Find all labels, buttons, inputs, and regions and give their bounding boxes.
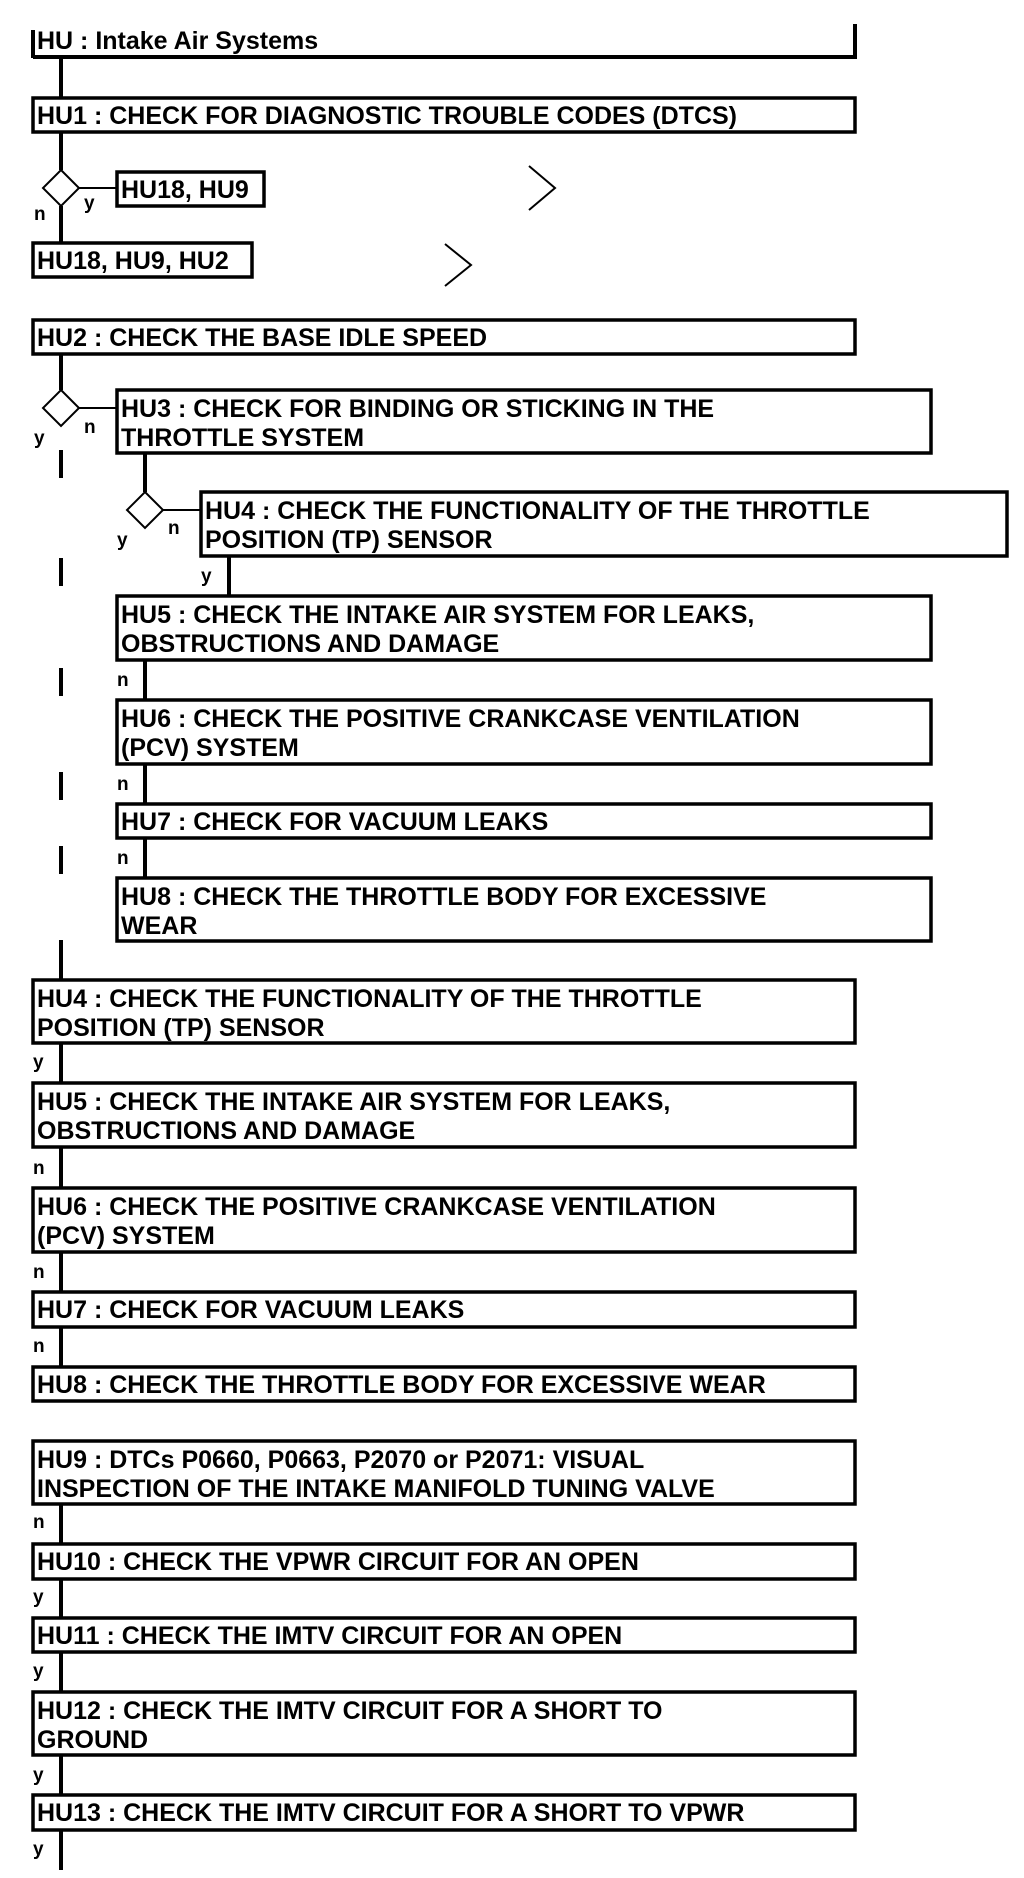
ref-box-yes	[115, 170, 266, 208]
step-box-hu11	[31, 1616, 857, 1654]
step-box-hu6-nested	[115, 698, 933, 766]
label-yes: y	[117, 530, 128, 551]
label-no: n	[33, 1262, 45, 1283]
decision-diamond	[41, 168, 81, 208]
label-yes: y	[33, 1839, 44, 1860]
label-yes: y	[84, 193, 95, 214]
label-no: n	[33, 1158, 45, 1179]
label-yes: y	[34, 428, 45, 449]
step-text-hu8: HU8 : CHECK THE THROTTLE BODY FOR EXCESS…	[37, 1371, 766, 1399]
step-box-hu4	[31, 978, 857, 1045]
step-box-hu3	[115, 388, 933, 455]
step-text-hu7: HU7 : CHECK FOR VACUUM LEAKS	[37, 1296, 464, 1324]
label-no: n	[117, 848, 129, 869]
step-box-hu7	[31, 1290, 857, 1329]
chevron-right-icon	[528, 165, 557, 211]
step-text-hu8-nested: HU8 : CHECK THE THROTTLE BODY FOR EXCESS…	[121, 883, 773, 940]
chevron-right-icon	[444, 243, 473, 287]
label-no: n	[117, 670, 129, 691]
step-text-hu6: HU6 : CHECK THE POSITIVE CRANKCASE VENTI…	[37, 1193, 723, 1250]
label-no: n	[84, 417, 96, 438]
label-yes: y	[33, 1661, 44, 1682]
step-box-hu7-nested	[115, 802, 933, 840]
step-box-hu5-nested	[115, 594, 933, 662]
step-text-hu10: HU10 : CHECK THE VPWR CIRCUIT FOR AN OPE…	[37, 1548, 639, 1576]
label-no: n	[33, 1336, 45, 1357]
step-box-hu8-nested	[115, 876, 933, 943]
step-box-hu1	[31, 96, 857, 134]
ref-text-yes: HU18, HU9	[121, 176, 249, 204]
step-text-hu7-nested: HU7 : CHECK FOR VACUUM LEAKS	[121, 808, 548, 836]
step-text-hu6-nested: HU6 : CHECK THE POSITIVE CRANKCASE VENTI…	[121, 705, 807, 762]
label-yes: y	[201, 566, 212, 587]
step-text-hu2: HU2 : CHECK THE BASE IDLE SPEED	[37, 324, 487, 352]
step-box-hu2	[31, 318, 857, 356]
step-text-hu13: HU13 : CHECK THE IMTV CIRCUIT FOR A SHOR…	[37, 1799, 744, 1827]
step-text-hu4: HU4 : CHECK THE FUNCTIONALITY OF THE THR…	[37, 985, 709, 1042]
step-box-hu12	[31, 1690, 857, 1757]
step-text-hu11: HU11 : CHECK THE IMTV CIRCUIT FOR AN OPE…	[37, 1622, 622, 1650]
label-yes: y	[33, 1765, 44, 1786]
step-box-hu4-nested	[199, 490, 1009, 558]
step-text-hu5-nested: HU5 : CHECK THE INTAKE AIR SYSTEM FOR LE…	[121, 601, 761, 658]
ref-box-no	[31, 241, 254, 279]
label-yes: y	[33, 1587, 44, 1608]
label-yes: y	[33, 1052, 44, 1073]
step-text-hu1: HU1 : CHECK FOR DIAGNOSTIC TROUBLE CODES…	[37, 102, 737, 130]
ref-text-no: HU18, HU9, HU2	[37, 247, 229, 275]
step-box-hu10	[31, 1542, 857, 1581]
step-text-hu9: HU9 : DTCs P0660, P0663, P2070 or P2071:…	[37, 1446, 715, 1503]
label-no: n	[117, 774, 129, 795]
step-text-hu12: HU12 : CHECK THE IMTV CIRCUIT FOR A SHOR…	[37, 1697, 669, 1754]
step-box-hu13	[31, 1793, 857, 1832]
step-box-hu9	[31, 1439, 857, 1506]
step-box-hu5	[31, 1081, 857, 1149]
label-no: n	[34, 204, 46, 225]
step-box-hu6	[31, 1186, 857, 1254]
label-no: n	[33, 1512, 45, 1533]
step-text-hu5: HU5 : CHECK THE INTAKE AIR SYSTEM FOR LE…	[37, 1088, 677, 1145]
diagram-title: HU : Intake Air Systems	[37, 27, 318, 55]
step-text-hu4-nested: HU4 : CHECK THE FUNCTIONALITY OF THE THR…	[205, 497, 877, 554]
decision-diamond	[125, 490, 165, 530]
step-text-hu3: HU3 : CHECK FOR BINDING OR STICKING IN T…	[121, 395, 721, 452]
step-box-hu8	[31, 1365, 857, 1403]
decision-diamond	[41, 388, 81, 428]
label-no: n	[168, 518, 180, 539]
